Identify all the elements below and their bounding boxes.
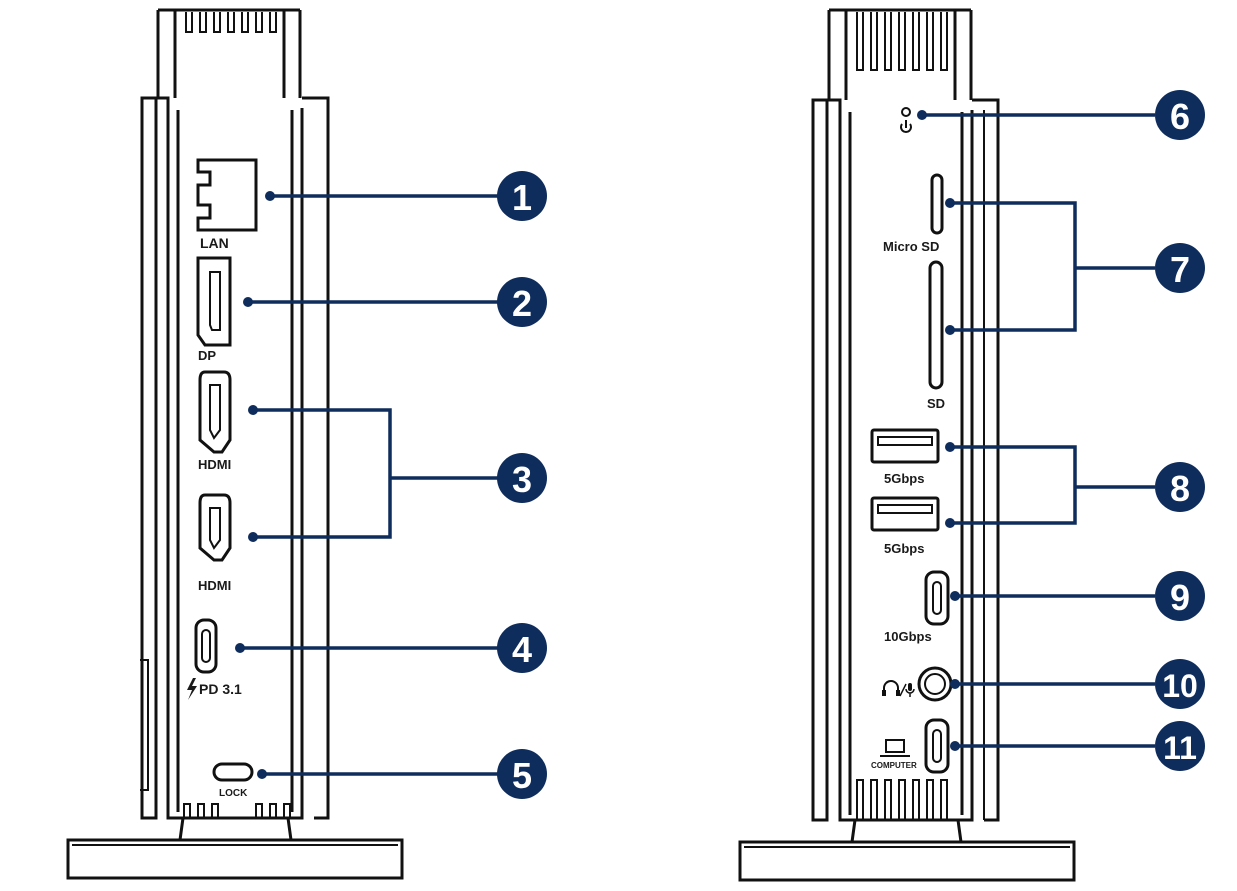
callout-2: 2 <box>497 277 547 327</box>
left-leader-lines <box>235 191 500 779</box>
svg-text:1: 1 <box>512 177 532 218</box>
callout-11: 11 <box>1155 721 1205 771</box>
svg-text:2: 2 <box>512 283 532 324</box>
lan-label: LAN <box>200 235 229 251</box>
callout-9: 9 <box>1155 571 1205 621</box>
callout-3: 3 <box>497 453 547 503</box>
hdmi-port-icon <box>198 370 232 454</box>
svg-text:4: 4 <box>512 629 532 670</box>
svg-text:7: 7 <box>1170 249 1190 290</box>
computer-icon <box>880 739 910 757</box>
right-leader-lines <box>917 110 1155 751</box>
svg-text:3: 3 <box>512 459 532 500</box>
dp-label: DP <box>198 348 216 363</box>
power-icon <box>900 120 912 133</box>
lock-label: LOCK <box>219 788 248 799</box>
callout-8: 8 <box>1155 462 1205 512</box>
svg-text:5: 5 <box>512 755 532 796</box>
lightning-icon <box>187 678 197 700</box>
hdmi-port-icon <box>198 493 232 562</box>
sd-slot <box>928 260 944 390</box>
callout-4: 4 <box>497 623 547 673</box>
callout-6: 6 <box>1155 90 1205 140</box>
svg-text:10: 10 <box>1162 668 1198 704</box>
hdmi-1-label: HDMI <box>198 457 231 472</box>
callout-7: 7 <box>1155 243 1205 293</box>
computer-label: COMPUTER <box>871 761 917 770</box>
usb-c-port-icon <box>924 718 950 774</box>
svg-text:8: 8 <box>1170 468 1190 509</box>
lan-port-icon <box>196 158 258 232</box>
svg-text:6: 6 <box>1170 96 1190 137</box>
power-led-icon <box>901 107 911 117</box>
callout-5: 5 <box>497 749 547 799</box>
micro-sd-label: Micro SD <box>883 239 939 254</box>
right-device: Micro SD SD 5Gbps 5Gbps 10Gbps <box>738 8 1076 882</box>
usb-c-port-icon <box>924 570 950 626</box>
usb-a-port <box>870 428 940 464</box>
callout-10: 10 <box>1155 659 1205 709</box>
audio-jack <box>917 666 953 702</box>
svg-text:11: 11 <box>1163 730 1197 766</box>
svg-text:9: 9 <box>1170 577 1190 618</box>
kensington-lock-icon <box>212 762 254 782</box>
usb-a-1-label: 5Gbps <box>884 471 924 486</box>
displayport-icon <box>196 256 232 347</box>
micro-sd-slot <box>930 173 944 235</box>
usb-c-10g-label: 10Gbps <box>884 629 932 644</box>
usb-a-2-label: 5Gbps <box>884 541 924 556</box>
headphone-mic-icon <box>882 680 915 697</box>
sd-label: SD <box>927 396 945 411</box>
left-device: LAN DP HDMI HDMI PD 3.1 <box>66 8 404 880</box>
pd-label: PD 3.1 <box>199 681 242 697</box>
callout-1: 1 <box>497 171 547 221</box>
usb-c-port-icon <box>194 618 218 674</box>
hdmi-2-label: HDMI <box>198 578 231 593</box>
usb-a-port <box>870 496 940 532</box>
